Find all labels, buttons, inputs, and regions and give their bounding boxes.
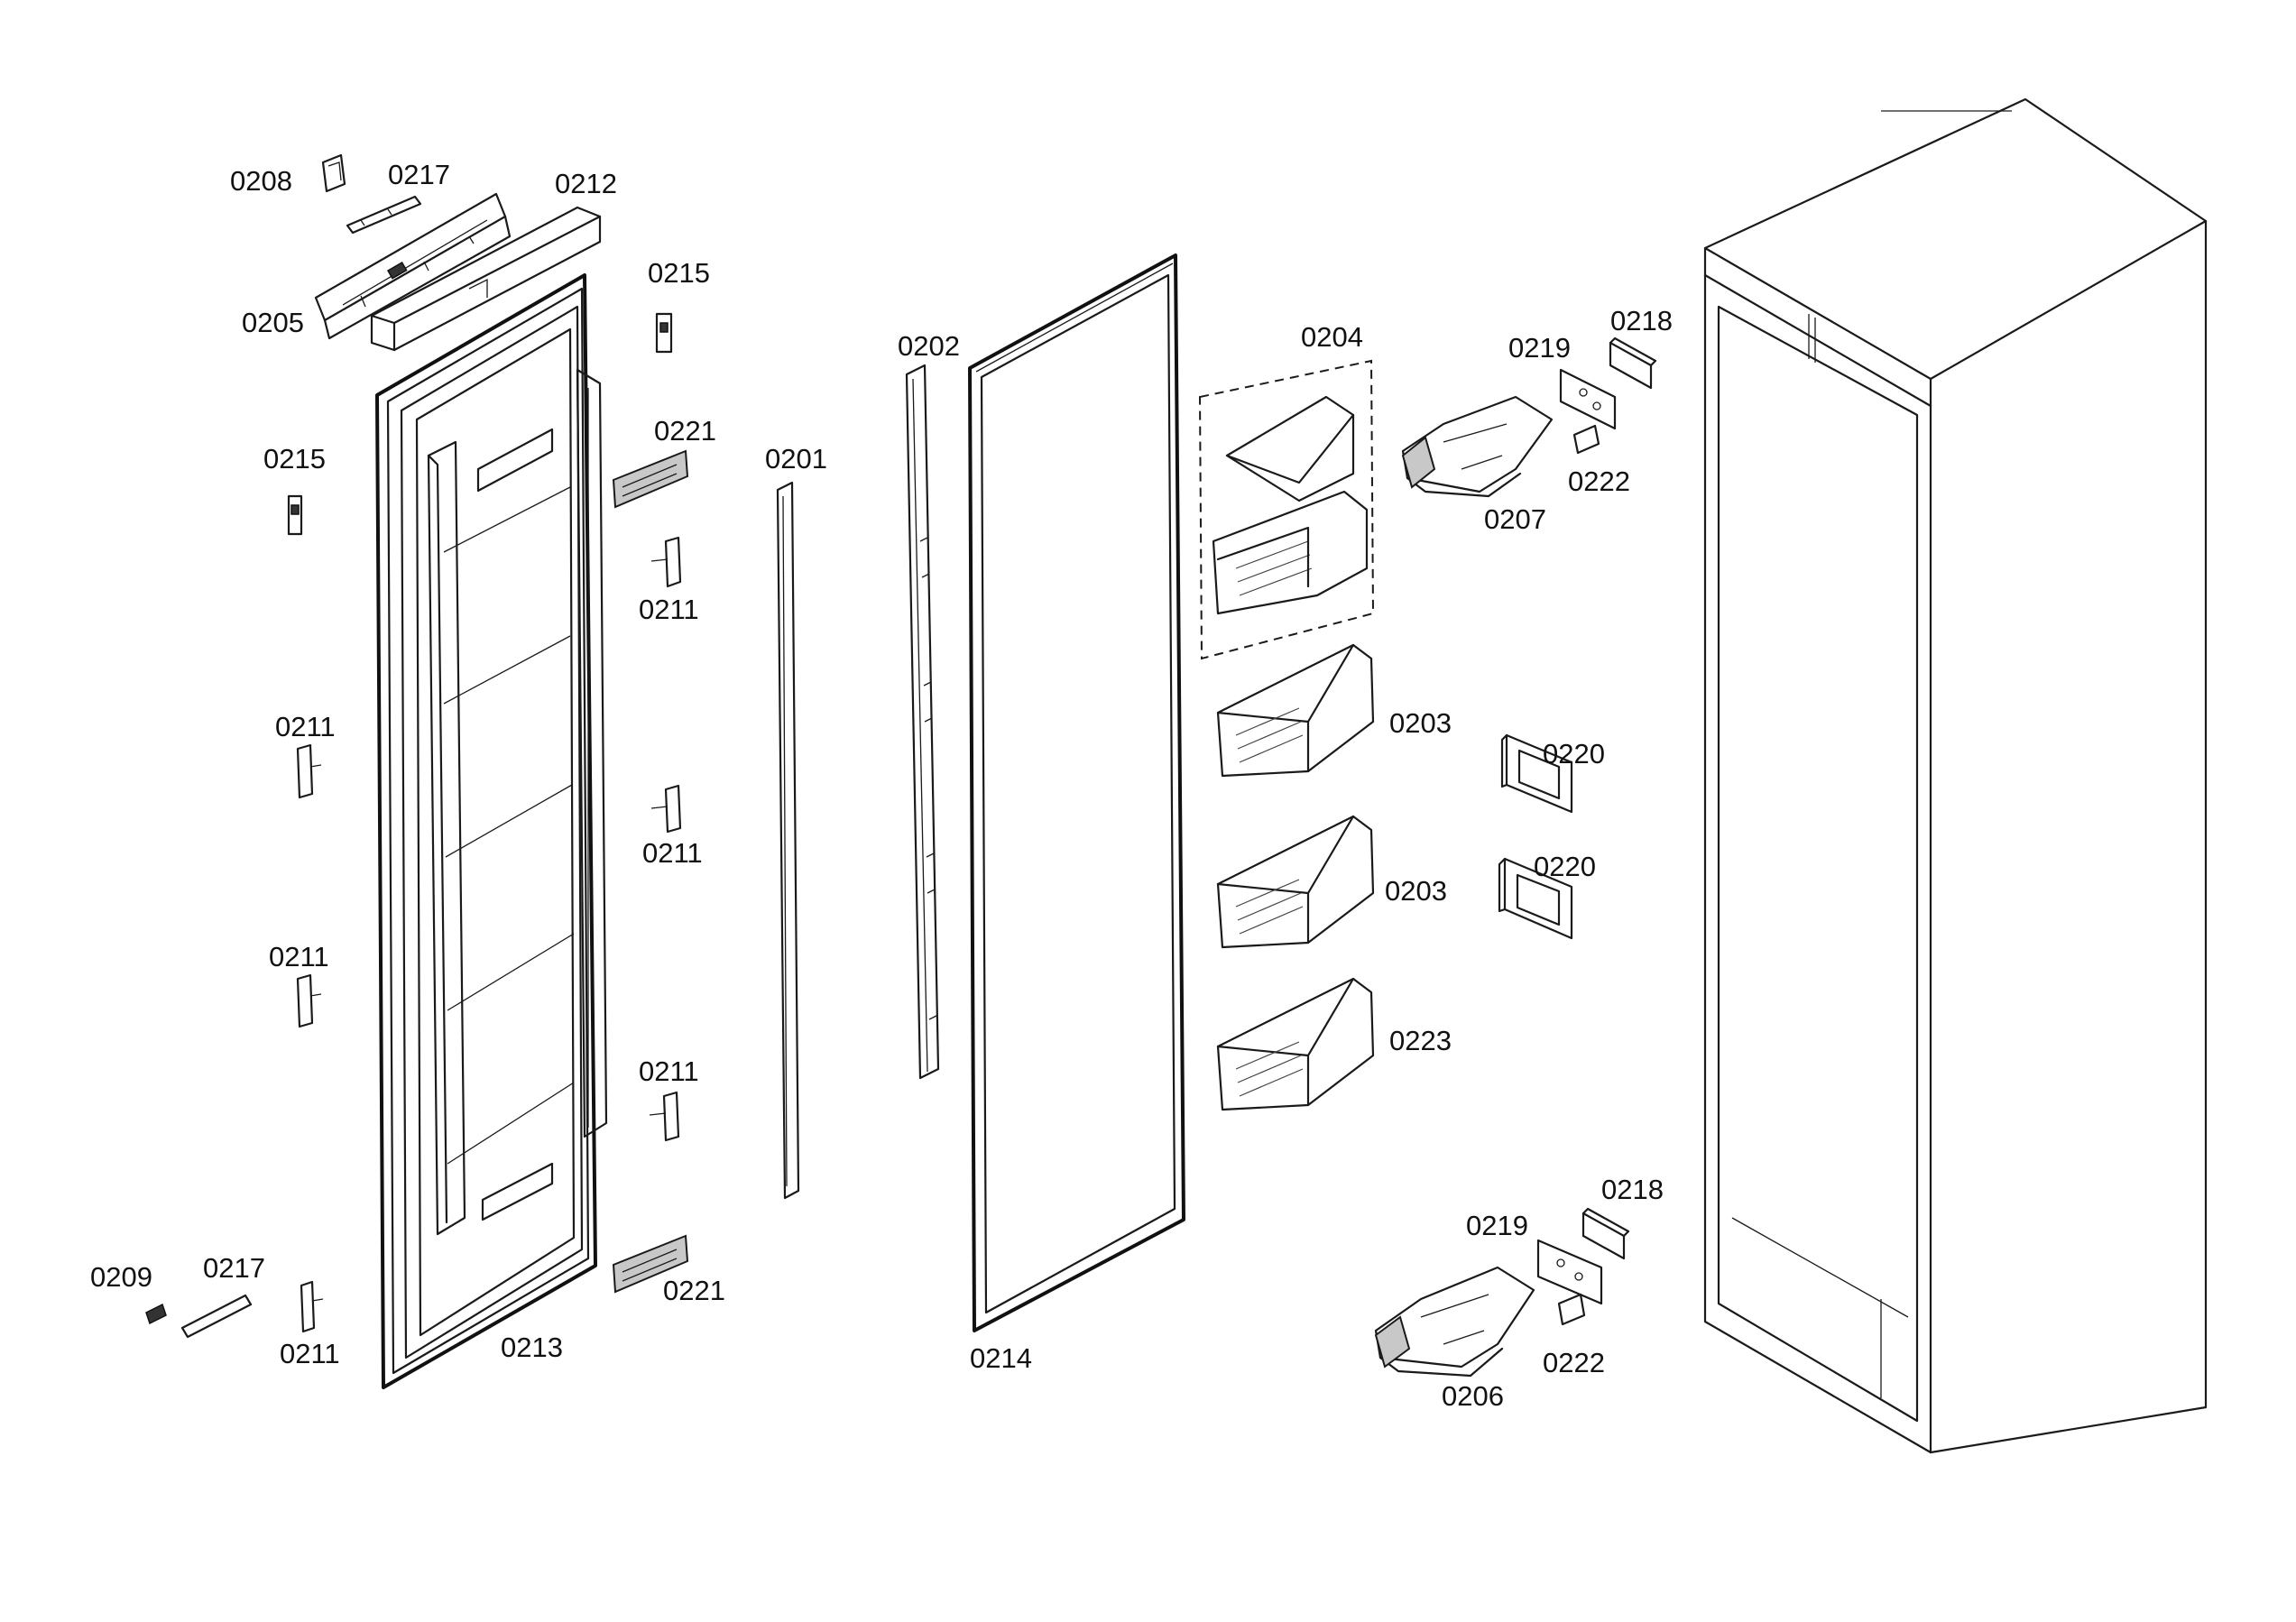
part-door-0213	[375, 273, 608, 1389]
callout-0215-left: 0215	[263, 443, 326, 475]
part-strip-0201	[776, 481, 800, 1200]
part-clip-0211-2	[296, 743, 322, 799]
callout-0212: 0212	[555, 168, 617, 199]
callout-0208: 0208	[230, 165, 292, 197]
part-hinge-0207	[1401, 395, 1554, 498]
part-strip-0202	[905, 364, 940, 1080]
part-bracket-0218-bottom	[1581, 1207, 1630, 1260]
part-gasket-0214	[968, 253, 1185, 1332]
part-clip-0211-3	[650, 784, 682, 834]
callout-0223: 0223	[1389, 1025, 1452, 1056]
part-cap-0208	[321, 153, 346, 193]
callout-0203-lower: 0203	[1385, 875, 1447, 907]
callout-0219-top: 0219	[1508, 332, 1571, 364]
callout-0217-top: 0217	[388, 159, 450, 190]
callout-0202: 0202	[898, 330, 960, 362]
part-clip-0215-left	[287, 494, 303, 536]
part-plate-0222-bottom	[1557, 1293, 1586, 1326]
part-handle-0221-top	[612, 449, 689, 509]
callout-0201: 0201	[765, 443, 827, 475]
callout-0211-6: 0211	[280, 1338, 340, 1369]
callout-0214: 0214	[970, 1342, 1032, 1374]
callout-0222-bottom: 0222	[1543, 1347, 1605, 1378]
callout-0211-4: 0211	[269, 941, 329, 972]
part-bin-0203-upper	[1216, 643, 1375, 778]
callout-0205: 0205	[242, 307, 304, 338]
part-bin-0223	[1216, 977, 1375, 1111]
callout-0217-bottom: 0217	[203, 1252, 265, 1284]
callout-0221-top: 0221	[654, 415, 716, 447]
callout-0215-right: 0215	[648, 257, 710, 289]
callout-0219-bottom: 0219	[1466, 1210, 1528, 1241]
callout-0211-3: 0211	[642, 837, 703, 869]
callout-0222-top: 0222	[1568, 465, 1630, 497]
part-cabinet	[1703, 97, 2208, 1454]
part-hinge-strip-0217-top	[346, 195, 422, 235]
part-clip-0211-1	[650, 536, 682, 588]
callout-0211-1: 0211	[639, 594, 699, 625]
part-bracket-0220-upper	[1500, 733, 1573, 814]
part-clip-0211-4	[296, 973, 322, 1028]
callout-0221-bottom: 0221	[663, 1275, 725, 1306]
part-bracket-0218-top	[1609, 336, 1657, 390]
callout-0206: 0206	[1442, 1380, 1504, 1412]
part-clip-0215-right	[655, 312, 673, 354]
part-bracket-0220-lower	[1498, 857, 1573, 940]
part-clip-0211-5	[649, 1091, 680, 1142]
callout-0204: 0204	[1301, 321, 1363, 353]
callout-0218-bottom: 0218	[1601, 1174, 1664, 1205]
part-cover-0212	[370, 206, 602, 352]
callout-0203-upper: 0203	[1389, 707, 1452, 739]
part-clip-0211-6	[300, 1280, 324, 1333]
part-hinge-strip-0217-bottom	[180, 1294, 253, 1339]
callout-0213: 0213	[501, 1332, 563, 1363]
callout-0220-upper: 0220	[1543, 738, 1605, 770]
part-handle-0221-bottom	[612, 1234, 689, 1294]
part-plate-0219-bottom	[1536, 1239, 1603, 1305]
part-hinge-0206	[1374, 1266, 1535, 1378]
part-plate-0219-top	[1559, 368, 1617, 430]
callout-0211-5: 0211	[639, 1055, 699, 1087]
part-bin-0203-lower	[1216, 815, 1375, 949]
callout-0207: 0207	[1484, 503, 1546, 535]
callout-0220-lower: 0220	[1534, 851, 1596, 882]
part-plate-0222-top	[1572, 424, 1600, 455]
part-bracket-0205	[314, 192, 512, 340]
callout-0209: 0209	[90, 1261, 152, 1293]
part-clip-0209	[145, 1303, 167, 1325]
callout-0211-2: 0211	[275, 711, 336, 742]
callout-0218-top: 0218	[1610, 305, 1673, 336]
part-shelf-assembly-0204	[1198, 359, 1375, 660]
